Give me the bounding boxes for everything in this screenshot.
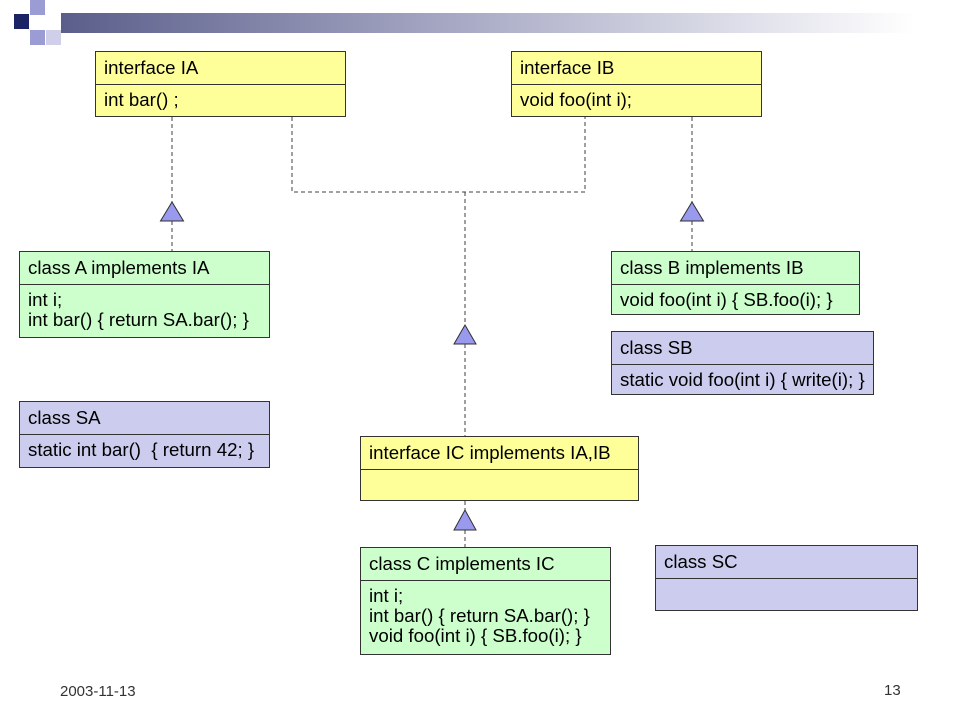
template-square-decoration (30, 30, 45, 45)
class-sb-box: class SB static void foo(int i) { write(… (611, 331, 874, 395)
inheritance-branch-ia-ib (291, 117, 586, 193)
interface-ia-members: int bar() ; (96, 85, 345, 110)
realization-arrowhead-a-ia (159, 201, 185, 222)
class-sa-name: class SA (20, 402, 269, 435)
class-c-member: int i; (369, 585, 404, 606)
class-c-box: class C implements IC int i; int bar() {… (360, 547, 611, 655)
template-square-decoration (46, 30, 61, 45)
template-square-decoration (14, 14, 29, 29)
realization-arrowhead-c-ic (453, 508, 477, 531)
footer-date: 2003-11-13 (60, 683, 136, 700)
class-a-member: int bar() { return SA.bar(); } (28, 309, 249, 330)
class-sc-box: class SC (655, 545, 918, 611)
template-square-decoration (30, 0, 45, 15)
interface-ia-box: interface IA int bar() ; (95, 51, 346, 117)
class-a-box: class A implements IA int i; int bar() {… (19, 251, 270, 338)
interface-ic-box: interface IC implements IA,IB (360, 436, 639, 501)
class-c-member: int bar() { return SA.bar(); } (369, 605, 590, 626)
class-sa-members: static int bar() { return 42; } (20, 435, 269, 460)
realization-arrowhead-b-ib (679, 201, 705, 222)
class-sa-member: static int bar() { return 42; } (28, 439, 255, 460)
page-number: 13 (884, 682, 901, 699)
class-sc-members (656, 579, 917, 584)
interface-ic-name: interface IC implements IA,IB (361, 437, 638, 470)
interface-ib-members: void foo(int i); (512, 85, 761, 110)
class-a-member: int i; (28, 289, 63, 310)
interface-ib-member: void foo(int i); (520, 89, 632, 110)
class-c-name: class C implements IC (361, 548, 610, 581)
interface-ia-name: interface IA (96, 52, 345, 85)
interface-ib-box: interface IB void foo(int i); (511, 51, 762, 117)
interface-ia-member: int bar() ; (104, 89, 179, 110)
template-gradient-bar (61, 13, 960, 33)
class-sc-name: class SC (656, 546, 917, 579)
class-a-name: class A implements IA (20, 252, 269, 285)
class-b-member: void foo(int i) { SB.foo(i); } (620, 289, 833, 310)
interface-ib-name: interface IB (512, 52, 761, 85)
class-b-name: class B implements IB (612, 252, 859, 285)
class-b-box: class B implements IB void foo(int i) { … (611, 251, 860, 315)
class-sa-box: class SA static int bar() { return 42; } (19, 401, 270, 468)
class-c-members: int i; int bar() { return SA.bar(); } vo… (361, 581, 610, 646)
class-b-members: void foo(int i) { SB.foo(i); } (612, 285, 859, 310)
class-sb-members: static void foo(int i) { write(i); } (612, 365, 873, 390)
class-c-member: void foo(int i) { SB.foo(i); } (369, 625, 582, 646)
inheritance-arrowhead-ic (453, 324, 477, 345)
interface-ic-members (361, 470, 638, 475)
class-sb-name: class SB (612, 332, 873, 365)
class-a-members: int i; int bar() { return SA.bar(); } (20, 285, 269, 330)
class-sb-member: static void foo(int i) { write(i); } (620, 369, 865, 390)
